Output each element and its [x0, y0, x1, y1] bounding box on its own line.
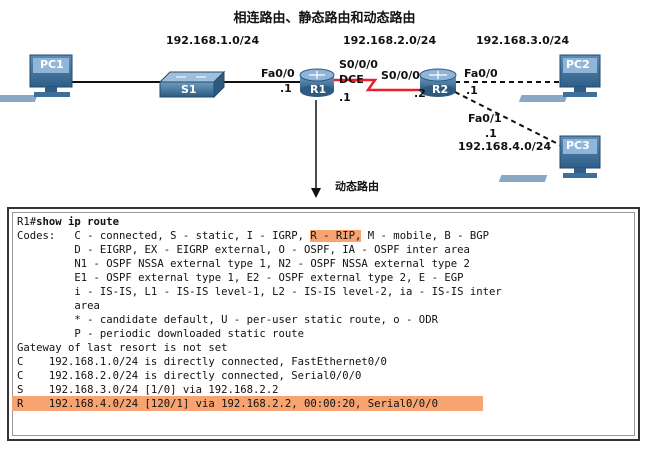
r2-label: R2: [432, 83, 449, 96]
pc3-icon: [498, 135, 601, 182]
codes-line-1-pre: Codes: C - connected, S - static, I - IG…: [17, 230, 311, 242]
codes-line: N1 - OSPF NSSA external type 1, N2 - OSP…: [17, 258, 470, 270]
r2-s000-ip: .2: [414, 87, 426, 100]
network-topology: [0, 54, 601, 198]
rip-code-highlight: R - RIP,: [310, 230, 362, 242]
console-frame: [12, 212, 635, 436]
codes-line: D - EIGRP, EX - EIGRP external, O - OSPF…: [17, 244, 470, 256]
codes-line: P - periodic downloaded static route: [17, 328, 305, 340]
r1-s000-ip: .1: [339, 91, 351, 104]
r2-fa00-label: Fa0/0: [464, 67, 498, 80]
r1-fa00-ip: .1: [280, 82, 292, 95]
network-label-1: 192.168.1.0/24: [166, 34, 260, 47]
route-row: C 192.168.1.0/24 is directly connected, …: [17, 356, 387, 368]
dynamic-route-label: 动态路由: [335, 180, 379, 193]
r2-s000-label: S0/0/0: [381, 69, 420, 82]
r1-fa00-label: Fa0/0: [261, 67, 295, 80]
codes-line: E1 - OSPF external type 1, E2 - OSPF ext…: [17, 272, 464, 284]
router-r2-icon: [419, 68, 457, 97]
r1-label: R1: [310, 83, 327, 96]
s1-label: S1: [181, 83, 197, 96]
arrow-head: [311, 188, 321, 198]
r2-fa00-ip: .1: [466, 84, 478, 97]
pc1-icon: [0, 54, 73, 102]
r2-fa01-label: Fa0/1: [468, 112, 502, 125]
rip-route-highlight: [12, 396, 483, 411]
switch-s1-icon: [158, 70, 226, 99]
console-prompt: R1#: [17, 216, 37, 228]
pc2-icon: [518, 54, 601, 102]
pc1-label: PC1: [40, 58, 64, 71]
r1-dce-label: DCE: [339, 73, 364, 86]
codes-line-1: Codes: C - connected, S - static, I - IG…: [17, 229, 489, 243]
pc3-label: PC3: [566, 139, 590, 152]
diagram-title: 相连路由、静态路由和动态路由: [233, 11, 416, 26]
network-label-4: 192.168.4.0/24: [458, 140, 552, 153]
r2-fa01-ip: .1: [485, 127, 497, 140]
gateway-line: Gateway of last resort is not set: [17, 342, 228, 354]
codes-line-1-post: M - mobile, B - BGP: [361, 230, 489, 242]
link-r2-pc3: [454, 91, 567, 149]
console-command-line: R1#show ip route: [17, 215, 119, 229]
network-label-3: 192.168.3.0/24: [476, 34, 570, 47]
console-output: R1#show ip route Codes: C - connected, S…: [7, 207, 640, 441]
network-label-2: 192.168.2.0/24: [343, 34, 437, 47]
route-row-rip: R 192.168.4.0/24 [120/1] via 192.168.2.2…: [17, 398, 438, 410]
codes-line: area: [17, 300, 100, 312]
console-command: show ip route: [36, 216, 120, 228]
codes-line: * - candidate default, U - per-user stat…: [17, 314, 438, 326]
codes-line: i - IS-IS, L1 - IS-IS level-1, L2 - IS-I…: [17, 286, 502, 298]
r1-s000-label: S0/0/0: [339, 58, 378, 71]
route-row: S 192.168.3.0/24 [1/0] via 192.168.2.2: [17, 384, 279, 396]
route-row: C 192.168.2.0/24 is directly connected, …: [17, 370, 362, 382]
router-r1-icon: [299, 68, 335, 97]
serial-link-r1-r2: [332, 78, 420, 92]
pc2-label: PC2: [566, 58, 590, 71]
